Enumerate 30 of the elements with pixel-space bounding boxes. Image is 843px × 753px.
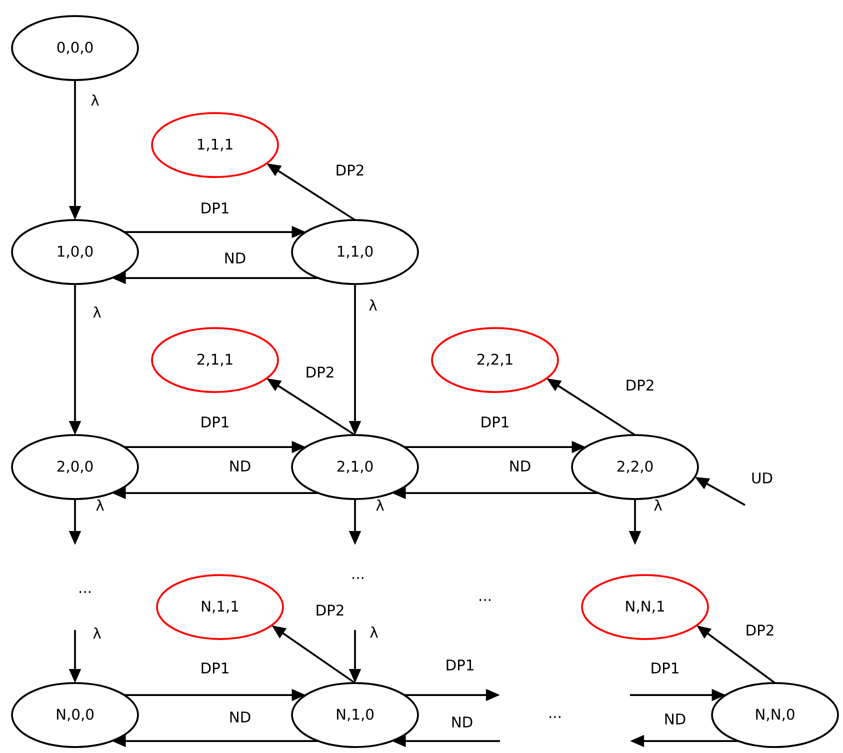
edge-label: DP1 (482, 416, 508, 428)
edge-label: ND (452, 716, 472, 728)
edge-label: DP1 (202, 662, 228, 674)
edge-label: DP1 (446, 660, 474, 670)
edge-label: λ (369, 299, 377, 311)
edge-label: ND (230, 460, 250, 472)
edge-label: DP1 (202, 202, 228, 214)
edge-label: DP2 (626, 380, 654, 390)
edge-label: ND (225, 252, 246, 264)
edge-label: ND (230, 712, 250, 722)
edge-label: UD (752, 472, 772, 484)
edge-label: λ (376, 499, 384, 511)
edge-label: DP1 (652, 662, 678, 674)
edge-label: DP2 (746, 624, 774, 636)
edge-label: λ (654, 499, 662, 511)
ellipsis-label: ... (480, 599, 490, 601)
edge-label: λ (96, 499, 104, 511)
edge-label: ND (665, 714, 686, 724)
edge-label: DP1 (202, 416, 228, 428)
ellipsis-label: ... (80, 591, 90, 593)
ellipsis-label: ... (352, 577, 364, 579)
edge-label: DP2 (306, 366, 334, 378)
edge-label: λ (91, 94, 99, 106)
edge-label: ND (510, 460, 530, 472)
edge-label: DP2 (316, 604, 344, 616)
edge-label: λ (93, 306, 101, 318)
edge-label: λ (370, 626, 378, 638)
ellipsis-label: ... (550, 716, 560, 718)
edge-label: λ (93, 627, 101, 639)
edge-label: DP2 (336, 164, 364, 176)
